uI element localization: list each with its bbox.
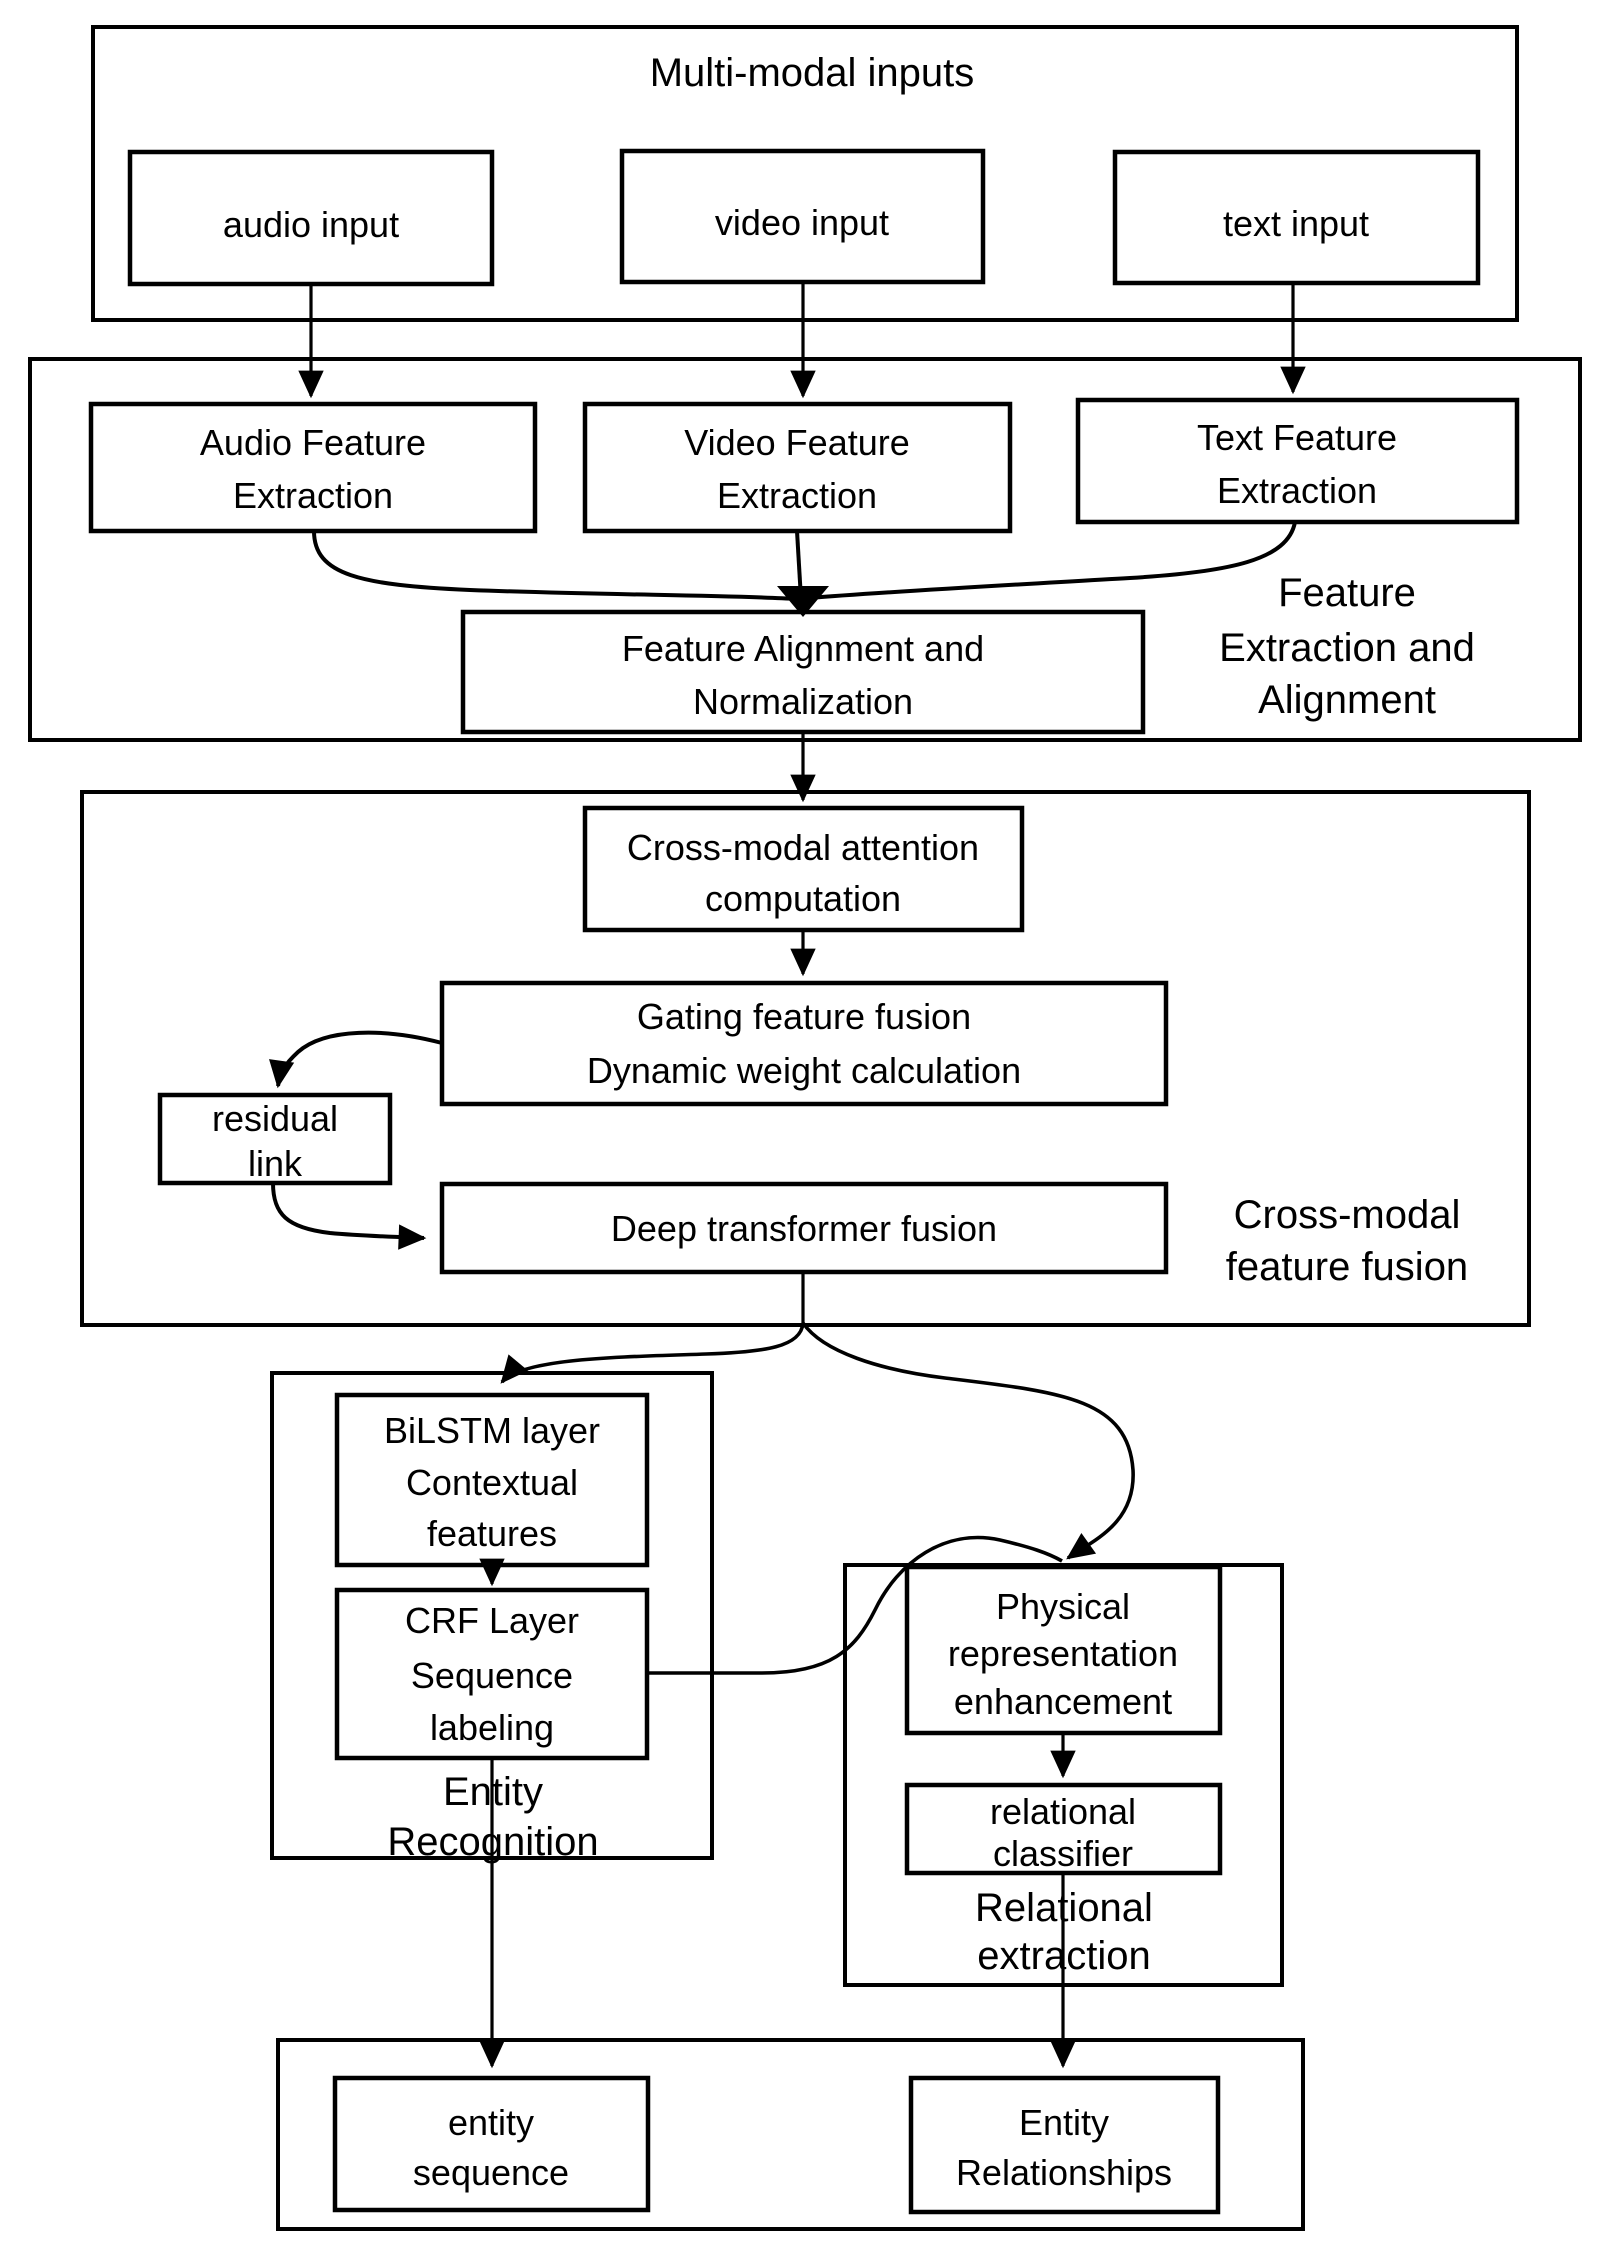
container-label-cross-modal-fusion-1: Cross-modal: [1234, 1193, 1461, 1237]
node-label-feature-alignment-1: Feature Alignment and: [622, 628, 984, 669]
node-label-audio-feature-extraction-1: Audio Feature: [200, 422, 426, 463]
connector-residual-link-to-deep-fusion: [271, 1182, 427, 1250]
node-label-crf-3: labeling: [430, 1707, 554, 1748]
node-label-cross-modal-attention-1: Cross-modal attention: [627, 827, 979, 868]
node-label-crf-2: Sequence: [411, 1655, 573, 1696]
node-label-deep-transformer-fusion: Deep transformer fusion: [611, 1208, 997, 1249]
node-label-audio-feature-extraction-2: Extraction: [233, 475, 393, 516]
container-label-feature-extraction-alignment-2: Extraction and: [1219, 626, 1475, 670]
node-label-audio-input: audio input: [223, 204, 399, 245]
node-label-video-feature-extraction-1: Video Feature: [684, 422, 910, 463]
node-label-crf-1: CRF Layer: [405, 1600, 579, 1641]
node-label-physical-representation-3: enhancement: [954, 1681, 1172, 1722]
merge-arrowhead: [777, 586, 829, 617]
node-entity-relationships: [908, 2075, 1221, 2215]
connector-fusion-to-physical-representation: [801, 1321, 1135, 1560]
node-label-feature-alignment-2: Normalization: [693, 681, 913, 722]
node-entity-sequence: [332, 2075, 651, 2213]
node-label-video-feature-extraction-2: Extraction: [717, 475, 877, 516]
node-label-cross-modal-attention-2: computation: [705, 878, 901, 919]
node-label-gating-fusion-2: Dynamic weight calculation: [587, 1050, 1021, 1091]
node-label-relational-classifier-2: classifier: [993, 1833, 1133, 1874]
node-residual-link: [157, 1092, 393, 1186]
container-label-feature-extraction-alignment-3: Alignment: [1258, 678, 1436, 722]
node-video-feature-extraction: [582, 401, 1013, 534]
node-label-text-feature-extraction-2: Extraction: [1217, 470, 1377, 511]
node-label-entity-relationships-1: Entity: [1019, 2102, 1109, 2143]
connector-audio-feature-to-alignment: [312, 530, 798, 601]
container-label-cross-modal-fusion-2: feature fusion: [1226, 1245, 1468, 1289]
node-label-bilstm-3: features: [427, 1513, 557, 1554]
node-cross-modal-attention: [582, 805, 1025, 933]
node-audio-input: [127, 149, 495, 287]
container-label-feature-extraction-alignment-1: Feature: [1278, 571, 1416, 615]
node-label-bilstm-1: BiLSTM layer: [384, 1410, 600, 1451]
node-label-text-input: text input: [1223, 203, 1369, 244]
connector-gating-to-residual-link: [269, 1030, 443, 1089]
node-audio-feature-extraction: [88, 401, 538, 534]
node-label-physical-representation-1: Physical: [996, 1586, 1130, 1627]
node-label-entity-sequence-1: entity: [448, 2102, 534, 2143]
node-text-feature-extraction: [1075, 397, 1520, 525]
container-label-relational-extraction-1: Relational: [975, 1886, 1153, 1930]
node-relational-classifier: [904, 1782, 1223, 1876]
connector-fusion-to-bilstm: [500, 1322, 805, 1384]
node-label-residual-link-1: residual: [212, 1098, 338, 1139]
node-label-residual-link-2: link: [248, 1143, 303, 1184]
node-gating-feature-fusion: [439, 980, 1169, 1107]
node-label-physical-representation-2: representation: [948, 1633, 1178, 1674]
node-physical-representation-enhancement: [904, 1564, 1223, 1736]
node-text-input: [1112, 149, 1481, 286]
node-label-relational-classifier-1: relational: [990, 1791, 1136, 1832]
container-feature-extraction-alignment: [28, 357, 1582, 742]
node-label-text-feature-extraction-1: Text Feature: [1197, 417, 1397, 458]
connector-text-feature-to-alignment: [809, 521, 1297, 600]
container-label-entity-recognition-1: Entity: [443, 1770, 543, 1814]
container-label-relational-extraction-2: extraction: [977, 1934, 1150, 1978]
node-deep-transformer-fusion: [439, 1181, 1169, 1275]
node-label-gating-fusion-1: Gating feature fusion: [637, 996, 971, 1037]
connector-crf-to-physical-representation: [647, 1535, 1063, 1675]
node-label-entity-relationships-2: Relationships: [956, 2152, 1172, 2193]
node-label-bilstm-2: Contextual: [406, 1462, 578, 1503]
node-label-entity-sequence-2: sequence: [413, 2152, 569, 2193]
container-multimodal-inputs: [91, 25, 1519, 322]
container-label-entity-recognition-2: Recognition: [387, 1820, 598, 1864]
container-title-multimodal-inputs: Multi-modal inputs: [650, 51, 975, 95]
container-outputs: [276, 2038, 1305, 2231]
node-label-video-input: video input: [715, 202, 889, 243]
